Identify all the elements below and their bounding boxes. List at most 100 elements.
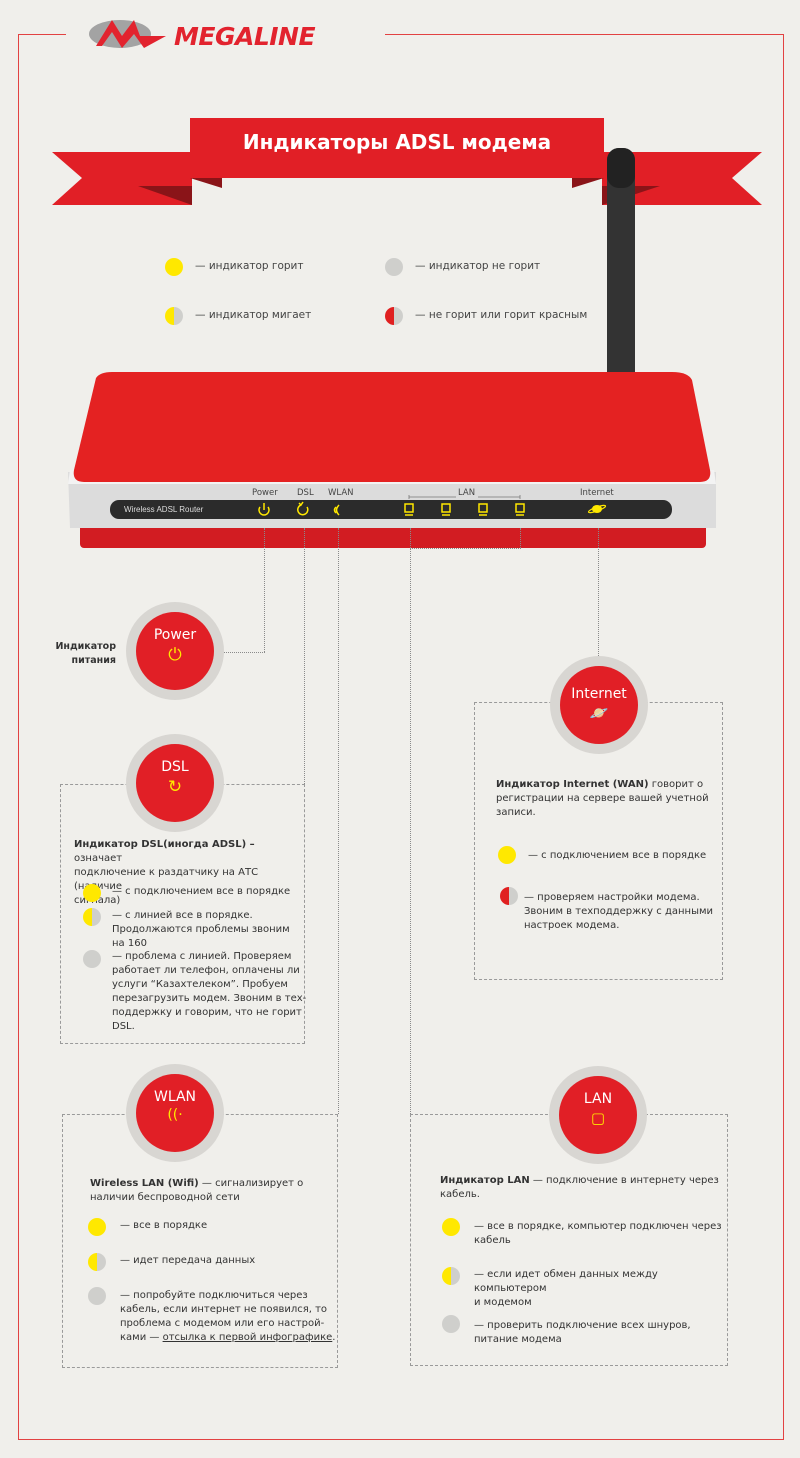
dsl-badge: DSL ↻ xyxy=(126,734,224,832)
wlan-title: Wireless LAN (Wifi) xyxy=(90,1178,199,1189)
connector-lan-h xyxy=(410,548,521,549)
wlan-item-2: — идет передача данных xyxy=(120,1255,256,1266)
internet-description: Индикатор Internet (WAN) говорит о регис… xyxy=(496,778,718,820)
wifi-icon: ((· xyxy=(167,1107,183,1123)
connector-power-h xyxy=(212,652,265,653)
connector-power xyxy=(264,528,265,652)
legend-blink-text: — индикатор мигает xyxy=(195,309,312,321)
page-frame xyxy=(18,34,784,1440)
dsl-badge-label: DSL xyxy=(161,759,189,775)
power-badge-label: Power xyxy=(153,627,197,643)
lan-desc-1: — подключение в интернету через xyxy=(529,1175,719,1186)
dsl-item-3-l3: услуги “Казахтелеком”. Пробуем xyxy=(112,979,288,990)
wlan-desc-2: наличии беспроводной сети xyxy=(90,1192,240,1203)
connector-dsl xyxy=(304,528,305,784)
wlan-badge: WLAN ((· xyxy=(126,1064,224,1162)
wlan-on-icon xyxy=(88,1218,106,1236)
lan-item-3: — проверить подключение всех шнуров, пит… xyxy=(474,1319,724,1347)
dsl-title: Индикатор DSL(иногда ADSL) – xyxy=(74,839,255,850)
refresh-icon: ↻ xyxy=(167,777,183,797)
dsl-item-3-l4: перезагрузить модем. Звоним в тех- xyxy=(112,993,307,1004)
legend-on-text: — индикатор горит xyxy=(195,260,304,272)
power-caption-line2: питания xyxy=(71,655,116,666)
port-icon: ▢ xyxy=(590,1109,606,1127)
wlan-off-icon xyxy=(88,1287,106,1305)
brand-logo: MEGALINE xyxy=(88,14,368,54)
internet-on-icon xyxy=(498,846,516,864)
lan-item-2-l1: — если идет обмен данных между компьютер… xyxy=(474,1269,658,1294)
legend-blink-icon xyxy=(165,307,183,325)
lan-item-2: — если идет обмен данных между компьютер… xyxy=(474,1268,724,1310)
power-icon: ⏻ xyxy=(168,645,182,665)
led-label-internet: Internet xyxy=(580,488,614,498)
lan-badge-label: LAN xyxy=(583,1091,613,1107)
dsl-on-icon xyxy=(83,884,101,902)
wlan-item-1: — все в порядке xyxy=(120,1220,208,1231)
dsl-item-2-l1: — с линией все в порядке. xyxy=(112,910,253,921)
internet-item-2: — проверяем настройки модема. Звоним в т… xyxy=(524,891,713,933)
dsl-item-2: — с линией все в порядке. Продолжаются п… xyxy=(112,909,290,951)
wlan-item-3-end: . xyxy=(332,1332,336,1343)
led-label-wlan: WLAN xyxy=(328,488,354,498)
first-infographic-link[interactable]: отсылка к первой инфографике xyxy=(162,1332,333,1343)
wlan-item-3-l2: кабель, если интернет не появился, то xyxy=(120,1304,328,1315)
dsl-blink-icon xyxy=(83,908,101,926)
lan-item-1: — все в порядке, компьютер подключен чер… xyxy=(474,1220,724,1248)
dsl-item-3-l6: DSL. xyxy=(112,1021,135,1032)
internet-desc-2: регистрации на сервере вашей учетной xyxy=(496,793,709,804)
internet-red-icon xyxy=(500,887,518,905)
lan-description: Индикатор LAN — подключение в интернету … xyxy=(440,1174,722,1202)
dsl-item-1: — с подключением все в порядке xyxy=(112,886,291,897)
internet-badge: Internet 🪐 xyxy=(550,656,648,754)
lan-desc-2: кабель. xyxy=(440,1189,480,1200)
led-label-lan: LAN xyxy=(458,488,476,498)
internet-item-2-l3: настроек модема. xyxy=(524,920,620,931)
dsl-desc-3: сигнала) xyxy=(74,895,121,906)
legend-off-icon xyxy=(385,258,403,276)
dsl-item-2-l2: Продолжаются проблемы звоним xyxy=(112,924,290,935)
internet-desc-3: записи. xyxy=(496,807,536,818)
wlan-desc-1: — сигнализирует о xyxy=(198,1178,304,1189)
lan-item-2-l2: и модемом xyxy=(474,1297,532,1308)
wlan-description: Wireless LAN (Wifi) — сигнализирует о на… xyxy=(90,1177,330,1205)
internet-item-2-l1: — проверяем настройки модема. xyxy=(524,892,700,903)
banner-ribbon xyxy=(52,118,762,205)
frame-top-left xyxy=(18,34,66,35)
internet-item-1: — с подключением все в порядке xyxy=(528,850,707,861)
wlan-blink-icon xyxy=(88,1253,106,1271)
frame-top-right xyxy=(385,34,784,35)
connector-lan-r xyxy=(520,528,521,548)
router-illustration xyxy=(68,148,716,548)
lan-blink-icon xyxy=(442,1267,460,1285)
connector-lan xyxy=(410,528,411,1114)
led-label-dsl: DSL xyxy=(297,488,314,498)
lan-item-3-l1: — проверить подключение всех шнуров, xyxy=(474,1320,691,1331)
lan-on-icon xyxy=(442,1218,460,1236)
connector-wlan xyxy=(338,528,339,1114)
power-caption-line1: Индикатор xyxy=(55,641,116,652)
internet-item-2-l2: Звоним в техподдержку с данными xyxy=(524,906,714,917)
router-model-label: Wireless ADSL Router xyxy=(124,505,204,514)
dsl-item-3-l5: поддержку и говорим, что не горит xyxy=(112,1007,302,1018)
dsl-off-icon xyxy=(83,950,101,968)
wlan-item-3-l4: ками — xyxy=(120,1332,163,1343)
megaline-logo-icon xyxy=(89,20,166,48)
lan-title: Индикатор LAN xyxy=(440,1175,530,1186)
brand-name: MEGALINE xyxy=(174,22,316,51)
wlan-item-3: — попробуйте подключиться через кабель, … xyxy=(120,1289,336,1345)
legend-red-icon xyxy=(385,307,403,325)
connector-internet xyxy=(598,528,599,658)
power-caption: Индикатор питания xyxy=(50,640,116,668)
internet-desc-1: говорит о xyxy=(648,779,704,790)
led-label-power: Power xyxy=(252,488,278,498)
legend-red-text: — не горит или горит красным xyxy=(415,309,588,321)
lan-off-icon xyxy=(442,1315,460,1333)
dsl-item-3: — проблема с линией. Проверяем работает … xyxy=(112,950,306,1034)
dsl-item-2-l3: на 160 xyxy=(112,938,147,949)
banner-title: Индикаторы ADSL модема xyxy=(242,130,552,154)
wlan-badge-label: WLAN xyxy=(153,1089,196,1105)
wlan-item-3-l1: — попробуйте подключиться через xyxy=(120,1290,308,1301)
lan-item-1-l1: — все в порядке, компьютер подключен чер… xyxy=(474,1221,722,1232)
internet-badge-label: Internet xyxy=(571,686,627,702)
globe-icon: 🪐 xyxy=(589,704,609,722)
